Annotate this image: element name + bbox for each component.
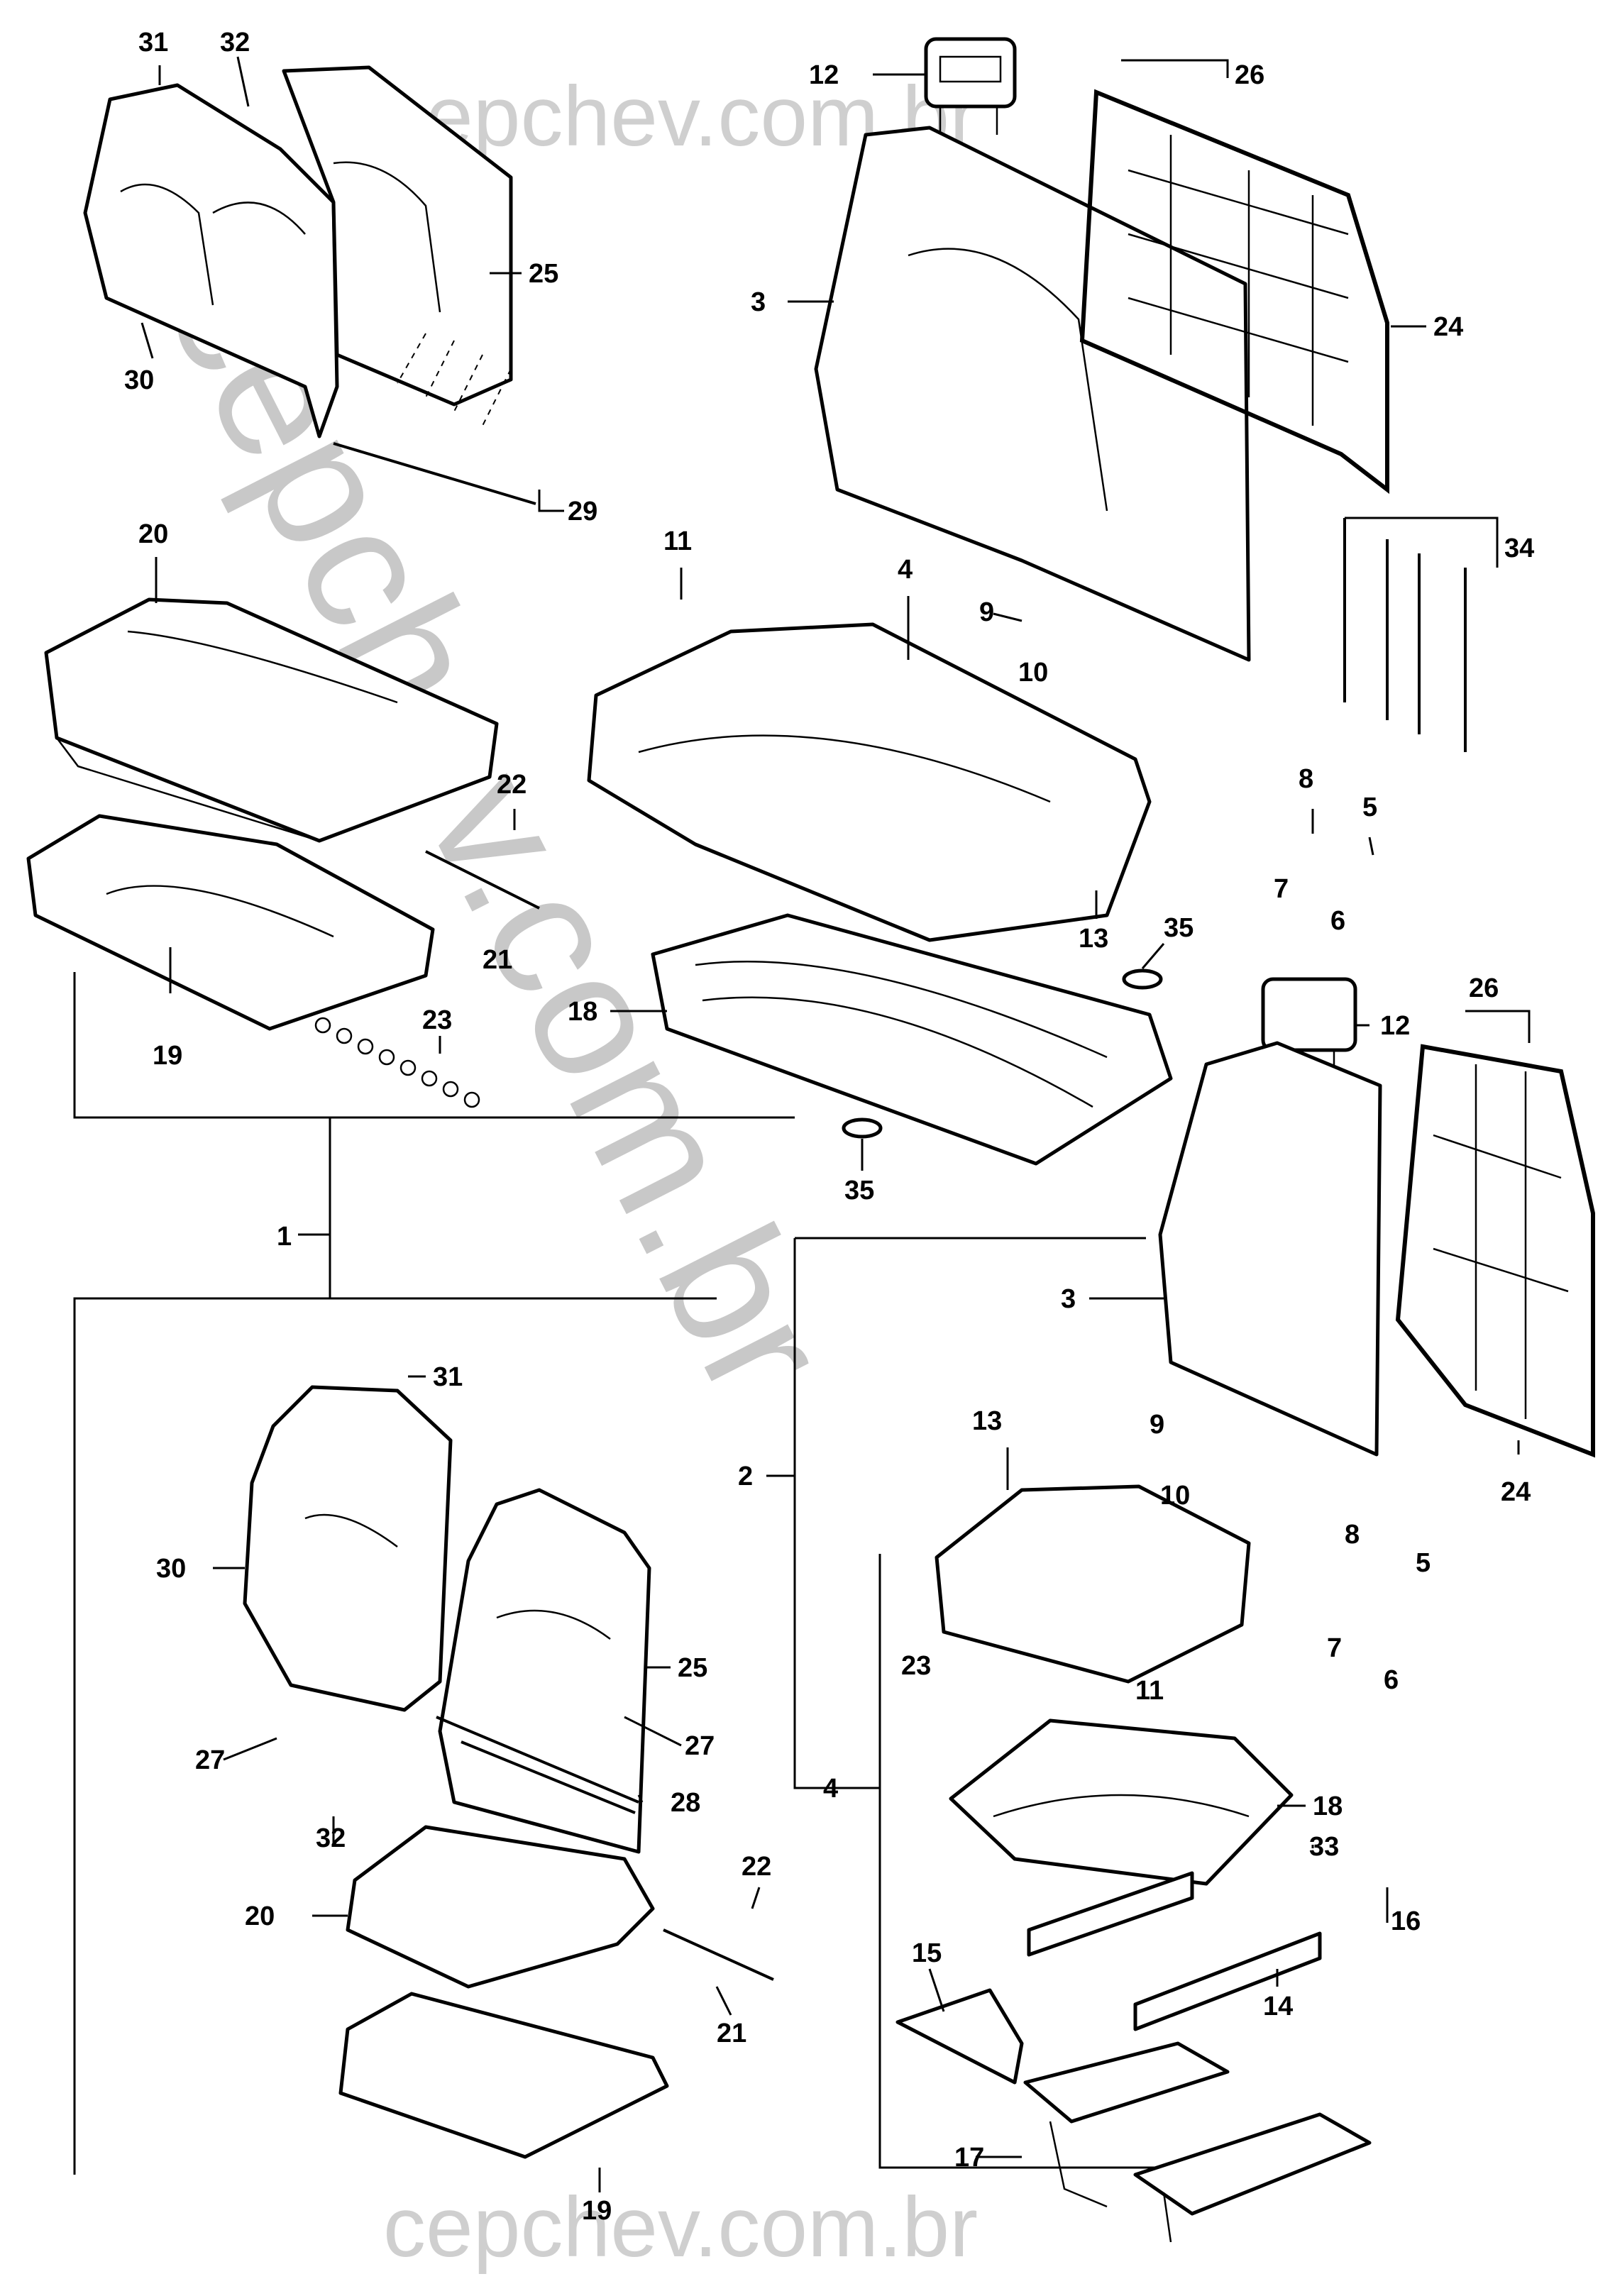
rod-21-bottom (663, 1928, 774, 1981)
seatback-30-top-left (83, 83, 339, 438)
callout-18-right: 18 (1313, 1792, 1343, 1821)
callout-19-bottom: 19 (582, 2196, 612, 2226)
callout-25-bottom: 25 (678, 1653, 707, 1683)
seatback-30-bottom (243, 1385, 453, 1712)
clips-23 (314, 1017, 480, 1108)
headrest-12-top (924, 37, 1017, 135)
callout-9-right: 9 (1150, 1410, 1164, 1440)
callout-34: 34 (1504, 534, 1534, 563)
callout-23-top: 23 (422, 1005, 452, 1035)
callout-33: 33 (1309, 1832, 1339, 1862)
callout-26-right: 26 (1469, 973, 1499, 1003)
rods-28 (436, 1716, 639, 1814)
bench-frame-18 (651, 913, 1173, 1166)
callout-6-top: 6 (1330, 906, 1345, 936)
callout-18-top: 18 (568, 997, 597, 1027)
callout-21-top: 21 (483, 945, 512, 975)
watermark-bottom: cepchev.com.br (383, 2180, 978, 2275)
callout-4-top: 4 (898, 555, 913, 585)
callout-4-right: 4 (823, 1774, 838, 1804)
callout-16: 16 (1391, 1906, 1421, 1936)
rails-14 (1027, 1871, 1322, 2031)
callout-30-bottom: 30 (156, 1554, 186, 1584)
callout-32-bottom: 32 (316, 1823, 346, 1853)
rod-21-top-left (425, 850, 540, 910)
frame-24-right (1395, 1044, 1595, 1458)
callout-20-top: 20 (138, 519, 168, 549)
callout-5-top: 5 (1362, 793, 1377, 822)
callout-14: 14 (1263, 1992, 1293, 2021)
callout-23-right: 23 (901, 1651, 931, 1681)
seatback-25-bottom (438, 1488, 651, 1854)
callout-26-top: 26 (1235, 60, 1264, 90)
callout-7-right: 7 (1327, 1633, 1342, 1663)
callout-leaders (140, 56, 1531, 2192)
callout-25-top: 25 (529, 259, 558, 289)
base-17 (1023, 2041, 1372, 2243)
callout-17: 17 (954, 2143, 984, 2173)
callout-19-top: 19 (153, 1041, 182, 1071)
callout-11-top: 11 (663, 526, 692, 556)
rods-34 (1343, 518, 1467, 752)
callout-21-bottom: 21 (717, 2019, 746, 2048)
callout-10-top: 10 (1018, 658, 1048, 688)
callout-3-right: 3 (1061, 1284, 1076, 1314)
callout-13-top: 13 (1079, 924, 1108, 954)
callout-35-top: 35 (1164, 913, 1194, 943)
callout-8-right: 8 (1345, 1520, 1360, 1550)
seat-frame-18-right (949, 1718, 1294, 1886)
callout-27-right: 27 (685, 1731, 715, 1761)
cushion-19-bottom (338, 1992, 669, 2159)
callout-32-top: 32 (220, 28, 250, 57)
callout-35-bottom: 35 (844, 1176, 874, 1205)
callout-12-right: 12 (1380, 1011, 1410, 1041)
cushion-20-bottom (346, 1825, 655, 1989)
callout-6-right: 6 (1384, 1665, 1399, 1695)
rods-29 (333, 333, 536, 505)
callout-24-top: 24 (1433, 312, 1463, 342)
seatback-25-top-left (282, 65, 513, 407)
callout-3-top: 3 (751, 287, 766, 317)
callout-31-bottom: 31 (433, 1362, 463, 1392)
seatback-3-right (1158, 1041, 1382, 1457)
callout-22-bottom: 22 (742, 1852, 771, 1882)
callout-numbers: 31 32 25 30 29 20 22 21 19 23 1 11 4 9 1… (124, 28, 1534, 2226)
callout-13-right: 13 (972, 1406, 1002, 1436)
seatback-3-top (814, 126, 1251, 662)
callout-8-top: 8 (1299, 764, 1313, 794)
callout-9-top: 9 (979, 597, 994, 627)
callout-29: 29 (568, 497, 597, 526)
bench-cushion-13 (587, 622, 1152, 942)
callout-28: 28 (671, 1788, 700, 1818)
callout-30-top: 30 (124, 365, 154, 395)
callout-12-top: 12 (809, 60, 839, 90)
seat-cushion-13-right (935, 1484, 1251, 1684)
group-bracket-lines (73, 972, 1164, 2175)
callout-10-right: 10 (1160, 1481, 1190, 1511)
callout-22-top: 22 (497, 770, 527, 800)
callout-1: 1 (277, 1222, 292, 1252)
callout-5-right: 5 (1416, 1548, 1431, 1578)
callout-2: 2 (738, 1462, 753, 1491)
callout-27-left: 27 (195, 1745, 225, 1775)
callout-24-right: 24 (1501, 1477, 1531, 1507)
callout-15: 15 (912, 1938, 942, 1968)
cushion-20-top-left (44, 597, 499, 843)
tray-15 (895, 1988, 1024, 2085)
washers-35 (842, 968, 1163, 1139)
callout-31-top: 31 (138, 28, 168, 57)
frame-24-top (1079, 89, 1389, 495)
callout-20-bottom: 20 (245, 1902, 275, 1931)
cushion-19-top-left (26, 814, 435, 1031)
callout-11-right: 11 (1135, 1676, 1164, 1706)
callout-7-top: 7 (1274, 874, 1289, 904)
headrest-12-right (1261, 977, 1357, 1093)
